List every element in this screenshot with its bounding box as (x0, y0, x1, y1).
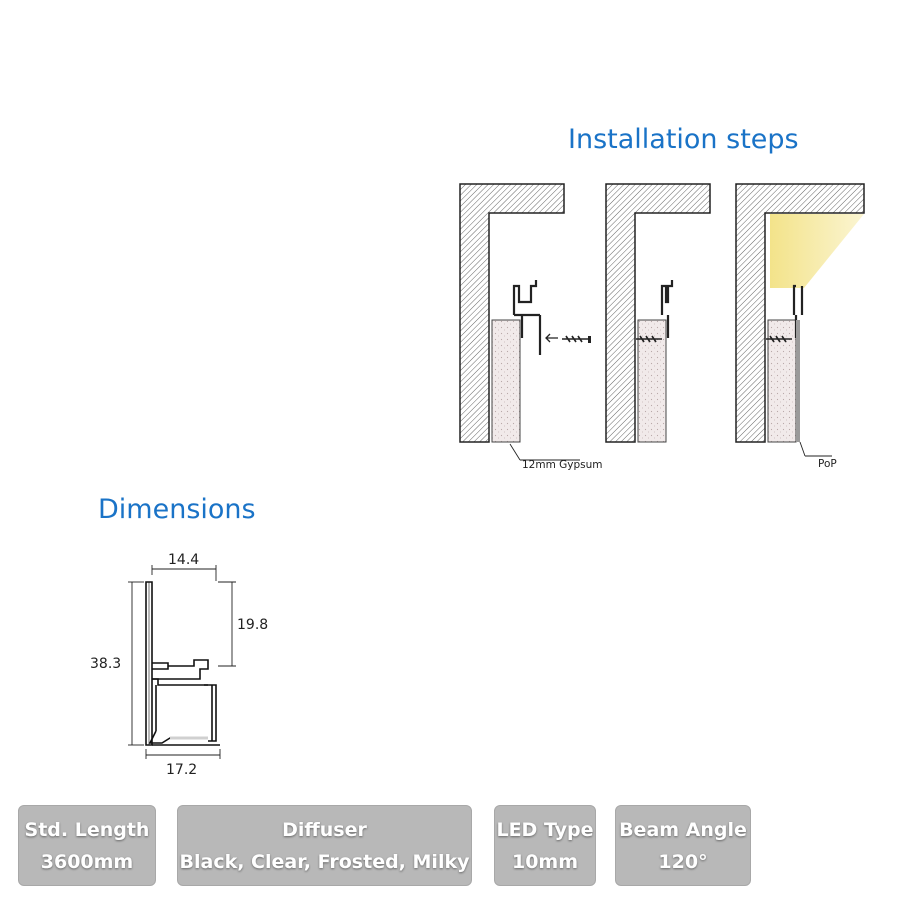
dim-total-height: 38.3 (90, 656, 121, 672)
spec-card-diffuser: Diffuser Black, Clear, Frosted, Milky (177, 805, 472, 886)
spec-card-led-type: LED Type 10mm (494, 805, 596, 886)
profile-outline (145, 581, 220, 746)
spec-card-beam-angle: Beam Angle 120° (615, 805, 751, 886)
aluminium-profile (660, 280, 674, 338)
dim-upper-height: 19.8 (237, 617, 268, 633)
installation-steps-heading: Installation steps (568, 124, 799, 155)
spec-title: Std. Length (24, 819, 150, 841)
pop-finish-layer (796, 320, 800, 442)
install-step-3: PoP (735, 183, 865, 470)
screw-icon (636, 335, 662, 343)
pop-label: PoP (818, 458, 837, 470)
screw-icon (562, 335, 588, 343)
spec-title: Diffuser (282, 819, 367, 841)
spec-value: 120° (658, 851, 708, 873)
aluminium-profile (512, 280, 540, 338)
spec-value: 3600mm (40, 851, 134, 873)
dimensions-heading: Dimensions (98, 494, 256, 525)
screw-icon (766, 335, 792, 343)
wall-section (735, 183, 865, 443)
install-step-2 (605, 183, 711, 443)
dim-bottom-width: 17.2 (166, 762, 197, 778)
wall-section (459, 183, 565, 443)
arrow-left-icon (545, 333, 558, 343)
spec-card-std-length: Std. Length 3600mm (18, 805, 156, 886)
spec-value: 10mm (511, 851, 579, 873)
spec-value: Black, Clear, Frosted, Milky (179, 851, 470, 873)
gypsum-label: 12mm Gypsum (522, 459, 603, 471)
installation-steps-diagram: 12mm Gypsum PoP (459, 183, 865, 471)
light-beam (770, 214, 864, 288)
spec-title: LED Type (496, 819, 594, 841)
wall-section (605, 183, 711, 443)
dim-top-width: 14.4 (168, 552, 199, 568)
dimension-lines (128, 565, 236, 759)
install-step-1: 12mm Gypsum (459, 183, 603, 471)
profile-dimensions-drawing: 14.4 19.8 38.3 17.2 (90, 552, 268, 778)
spec-title: Beam Angle (619, 819, 747, 841)
gypsum-board (491, 319, 521, 443)
